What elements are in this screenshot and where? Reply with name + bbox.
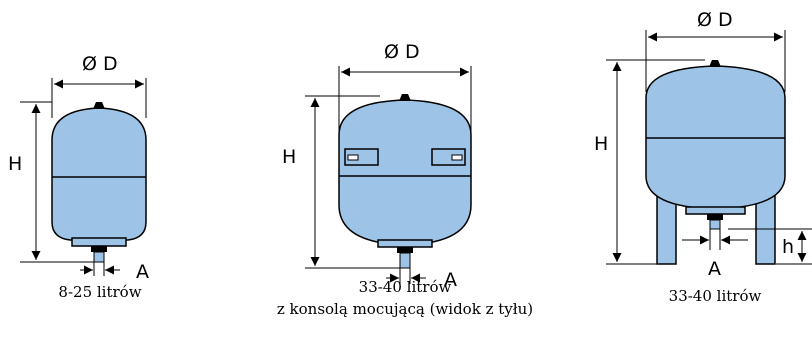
small-tank-figure: Ø D H A	[8, 53, 149, 283]
small-tank-base	[71, 237, 127, 247]
medium-tank-top-nipple	[399, 94, 411, 101]
medium-connection-label: A	[444, 269, 457, 291]
medium-bracket-right-slot	[451, 154, 463, 161]
caption-medium-tank-line1: 33-40 litrów	[358, 278, 452, 296]
medium-tank-figure: Ø D H A	[282, 41, 472, 291]
small-diameter-label: Ø D	[82, 53, 118, 75]
large-tank-connector-nut	[707, 214, 723, 220]
large-tank-top-nipple	[709, 60, 721, 67]
large-connection-label: A	[708, 258, 721, 280]
large-tank-base	[685, 206, 746, 215]
caption-small-tank: 8-25 litrów	[58, 283, 142, 301]
large-height-label: H	[594, 133, 608, 155]
large-tank-figure: Ø D H A h	[594, 9, 812, 280]
caption-large-tank: 33-40 litrów	[668, 287, 762, 305]
medium-bracket-right	[431, 148, 466, 166]
medium-tank-base	[377, 239, 433, 248]
medium-height-label: H	[282, 146, 296, 168]
small-connection-label: A	[136, 261, 149, 283]
small-tank-top-nipple	[93, 102, 105, 109]
caption-medium-tank-line2: z konsolą mocującą (widok z tyłu)	[276, 300, 534, 318]
medium-bracket-left-slot	[347, 154, 359, 161]
medium-tank-connector-nut	[397, 247, 413, 253]
small-height-label: H	[8, 153, 22, 175]
small-tank-connector-nut	[91, 246, 107, 252]
large-tank-connector-pipe	[709, 219, 721, 230]
medium-tank-connector-pipe	[399, 252, 411, 269]
small-tank-connector-pipe	[93, 251, 105, 263]
medium-tank-body	[338, 99, 472, 246]
medium-bracket-left	[344, 148, 379, 166]
small-tank-body	[51, 107, 147, 241]
medium-diameter-label: Ø D	[384, 41, 420, 63]
large-leg-height-label: h	[782, 236, 794, 258]
large-diameter-label: Ø D	[697, 9, 733, 31]
